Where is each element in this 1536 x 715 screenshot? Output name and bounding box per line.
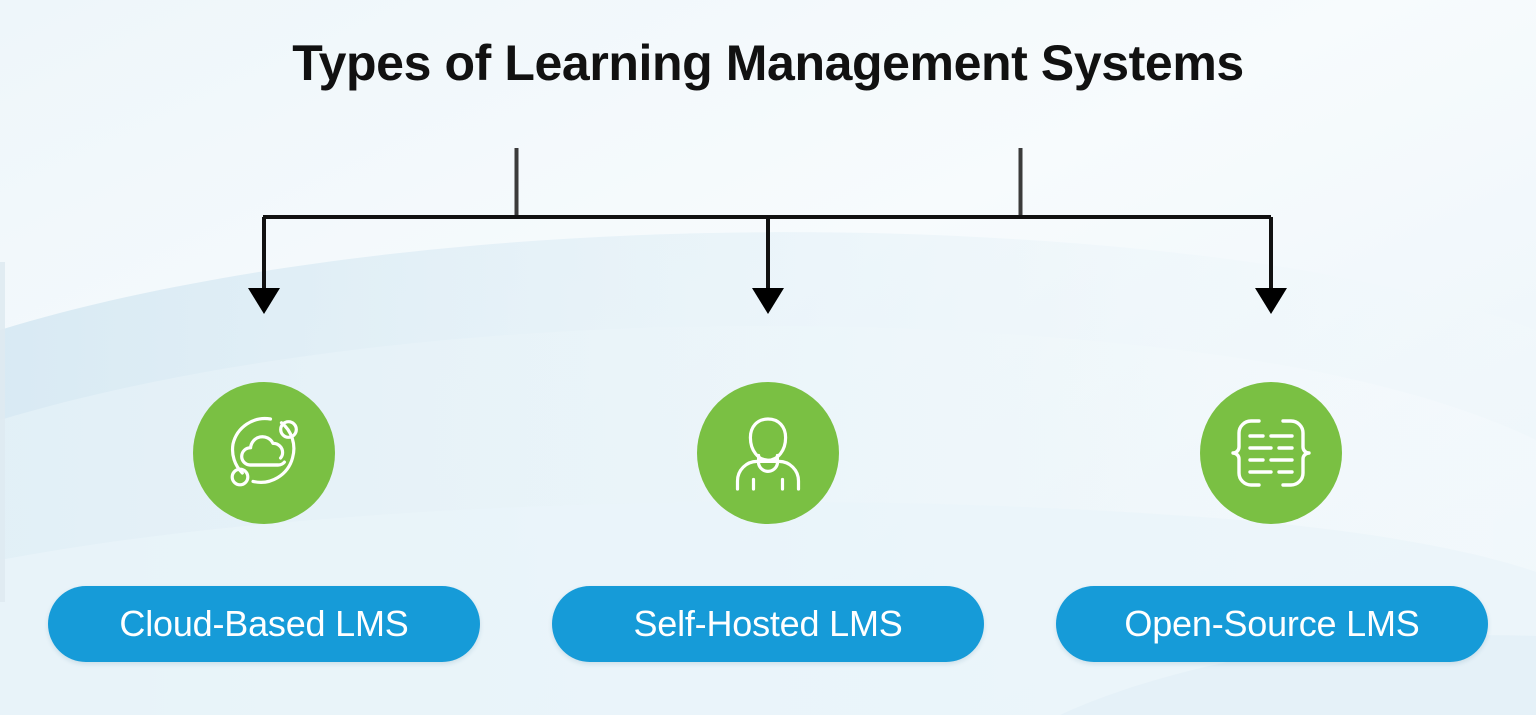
code-braces-icon — [1231, 419, 1311, 487]
pill-label-cloud-based: Cloud-Based LMS — [119, 603, 409, 644]
pill-open-source[interactable]: Open-Source LMS — [1056, 586, 1488, 662]
icon-circle-open-source — [1200, 382, 1342, 524]
pill-label-self-hosted: Self-Hosted LMS — [633, 603, 903, 644]
icon-circle-self-hosted — [697, 382, 839, 524]
page-title: Types of Learning Management Systems — [292, 35, 1244, 91]
arrowhead-branch-3 — [1255, 288, 1287, 314]
pill-cloud-based[interactable]: Cloud-Based LMS — [48, 586, 480, 662]
arrowhead-branch-2 — [752, 288, 784, 314]
user-person-icon — [735, 417, 801, 491]
pill-label-open-source: Open-Source LMS — [1124, 603, 1420, 644]
arrowhead-branch-1 — [248, 288, 280, 314]
icon-circle-cloud-based — [193, 382, 335, 524]
cloud-network-icon — [230, 416, 298, 487]
pill-self-hosted[interactable]: Self-Hosted LMS — [552, 586, 984, 662]
